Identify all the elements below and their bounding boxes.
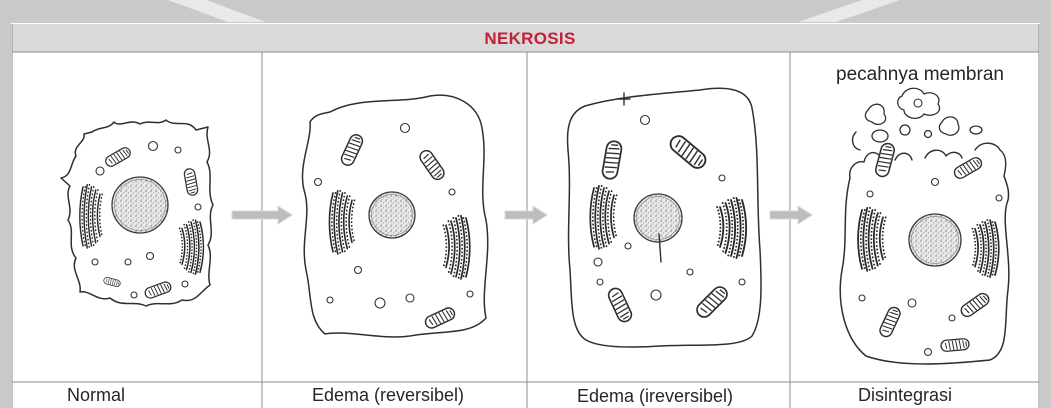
vesicle — [147, 253, 154, 260]
vesicle — [375, 298, 385, 308]
vesicle — [996, 195, 1002, 201]
vesicle — [867, 191, 873, 197]
nucleus — [112, 177, 168, 233]
stage-label-edema-reversible: Edema (reversibel) — [312, 385, 464, 405]
vesicle — [125, 259, 131, 265]
vesicle — [739, 279, 745, 285]
stage-label-edema-irreversible: Edema (ireversibel) — [577, 386, 733, 406]
diagram-title: NEKROSIS — [484, 29, 575, 48]
cell-normal — [61, 120, 213, 306]
vesicle — [195, 204, 201, 210]
vesicle — [327, 297, 333, 303]
vesicle — [467, 291, 473, 297]
vesicle — [131, 292, 137, 298]
nucleus — [369, 192, 415, 238]
vesicle — [149, 142, 158, 151]
vesicle — [406, 294, 414, 302]
stage-label-disintegration: Disintegrasi — [858, 385, 952, 405]
vesicle — [641, 116, 650, 125]
vesicle — [925, 349, 932, 356]
vesicle — [651, 290, 661, 300]
vesicle — [449, 189, 455, 195]
cell-edema-reversible — [302, 95, 487, 337]
vesicle — [401, 124, 410, 133]
vesicle — [932, 179, 939, 186]
vesicle — [597, 279, 603, 285]
membrane-fragment — [925, 131, 932, 138]
vesicle — [315, 179, 322, 186]
vesicle — [949, 315, 955, 321]
vesicle — [96, 167, 104, 175]
membrane-rupture-annotation: pecahnya membran — [836, 64, 1004, 85]
stage-label-normal: Normal — [67, 385, 125, 405]
membrane-fragment — [970, 126, 982, 134]
vesicle — [355, 267, 362, 274]
vesicle — [182, 281, 188, 287]
mitochondrion — [941, 338, 970, 351]
vesicle — [594, 258, 602, 266]
vesicle — [625, 243, 631, 249]
membrane-fragment — [914, 99, 922, 107]
vesicle — [92, 259, 98, 265]
vesicle — [175, 147, 181, 153]
nucleus — [909, 214, 961, 266]
cell-membrane-remnant — [840, 176, 1009, 364]
vesicle — [719, 175, 725, 181]
membrane-fragment — [872, 130, 888, 142]
vesicle — [859, 295, 865, 301]
vesicle — [687, 269, 693, 275]
membrane-fragment — [900, 125, 910, 135]
cell-edema-irreversible — [568, 88, 762, 347]
vesicle — [908, 299, 916, 307]
nucleus — [634, 194, 682, 242]
